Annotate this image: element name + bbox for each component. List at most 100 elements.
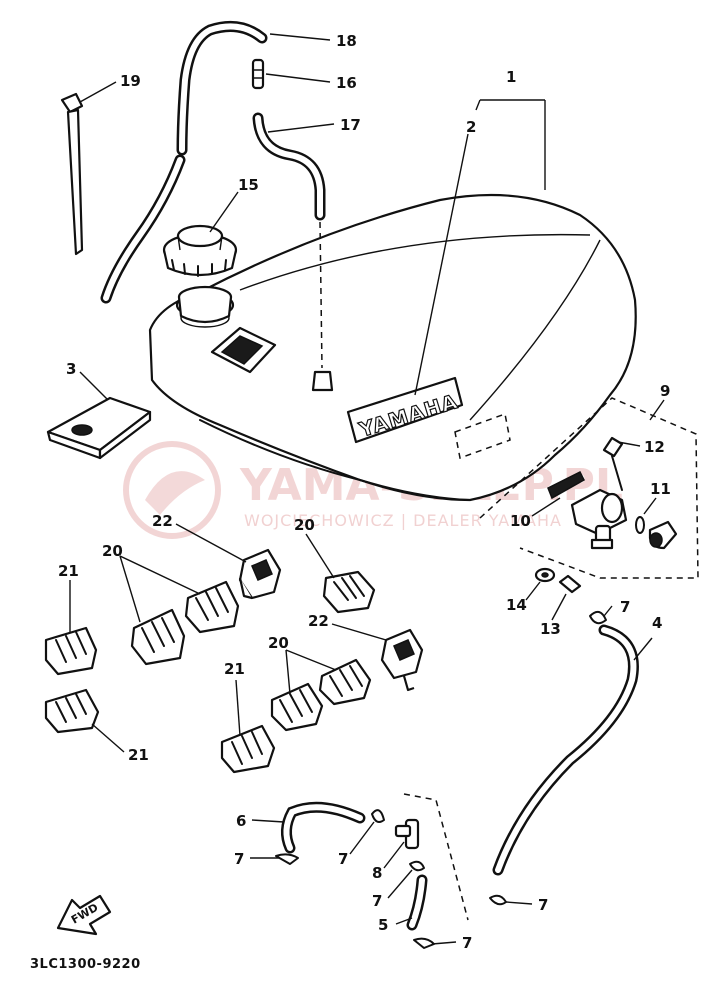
callout-20c: 20 (268, 634, 289, 652)
watermark-logo-mark (145, 471, 205, 515)
damper-blocks (44, 570, 376, 774)
leader-9 (649, 399, 665, 421)
leader-20-top (305, 533, 335, 579)
callout-7c: 7 (338, 850, 348, 868)
callout-21c: 21 (224, 660, 245, 678)
callout-11: 11 (650, 480, 671, 498)
callouts: 1 2 3 4 5 6 7 7 7 7 7 7 8 9 10 11 12 13 … (58, 32, 671, 952)
fuel-cock (570, 488, 628, 550)
fuel-cock-cap (648, 520, 678, 550)
leader-7f (431, 941, 457, 945)
leader-12 (617, 441, 641, 447)
callout-12: 12 (644, 438, 665, 456)
callout-4: 4 (652, 614, 662, 632)
leader-20-mid (285, 649, 337, 695)
damper-20-a (322, 570, 376, 614)
callout-6: 6 (236, 812, 246, 830)
callout-7a: 7 (620, 598, 630, 616)
fuel-tank-ridge (239, 233, 591, 291)
leader-18 (269, 33, 331, 41)
callout-22a: 22 (152, 512, 173, 530)
fwd-arrow: FWD (56, 894, 112, 936)
leader-7d (387, 869, 413, 899)
callout-20a: 20 (102, 542, 123, 560)
fuel-cap (162, 224, 238, 277)
hose-clip-2 (371, 809, 385, 823)
leader-22-a (175, 523, 247, 563)
callout-2: 2 (466, 118, 476, 136)
callout-7b: 7 (234, 850, 244, 868)
tank-emblem-far-side (454, 412, 511, 460)
callout-7f: 7 (462, 934, 472, 952)
leader-21-c (235, 679, 241, 737)
leader-11 (643, 497, 657, 515)
washer (534, 567, 556, 583)
leader-5 (395, 917, 413, 925)
callout-3: 3 (66, 360, 76, 378)
leader-14 (525, 581, 541, 601)
leader-1 (475, 99, 546, 190)
reference-code: 3LC1300-9220 (30, 957, 141, 972)
leader-21-b (91, 723, 125, 753)
holder-22-a (238, 548, 282, 600)
damper-20-b (184, 580, 240, 634)
bolt (558, 574, 582, 594)
leader-7a (603, 605, 613, 617)
callout-21b: 21 (128, 746, 149, 764)
hose-clip-3 (275, 853, 299, 865)
leader-lines (69, 33, 665, 945)
leader-20-left (119, 555, 201, 623)
callout-22b: 22 (308, 612, 329, 630)
tank-damper-plate (46, 396, 152, 460)
callout-21a: 21 (58, 562, 79, 580)
leader-19 (79, 81, 117, 103)
fuel-strainer (547, 470, 585, 500)
leader-7c (349, 821, 375, 855)
callout-15: 15 (238, 176, 259, 194)
callout-13: 13 (540, 620, 561, 638)
leader-8 (383, 841, 405, 869)
leader-16 (265, 73, 331, 83)
holder-22-b (380, 628, 424, 692)
filler-ring (177, 285, 233, 324)
fuel-tank-lower-edge (199, 419, 471, 501)
breather-hose-assembly (100, 20, 326, 369)
fuel-hose-long (492, 624, 639, 876)
callout-18: 18 (336, 32, 357, 50)
t-joint (394, 818, 420, 850)
callout-16: 16 (336, 74, 357, 92)
cable-tie (60, 92, 84, 256)
leader-13 (551, 593, 567, 621)
breather-joint (251, 58, 265, 90)
hose-clip-5 (489, 894, 507, 906)
fuel-tank: YAMAHA (148, 193, 637, 502)
damper-20-c (130, 608, 186, 666)
fuel-hose-6 (281, 801, 366, 854)
callout-19: 19 (120, 72, 141, 90)
damper-20-e (318, 658, 372, 706)
leader-22-b (331, 623, 387, 641)
leader-10 (531, 497, 561, 517)
oring (635, 516, 645, 534)
callout-1: 1 (506, 68, 516, 86)
leader-17 (267, 123, 335, 133)
callout-8: 8 (372, 864, 382, 882)
fuel-tank-outline (148, 193, 637, 502)
tank-emblem-plate (346, 376, 464, 444)
callout-9: 9 (660, 382, 670, 400)
fuel-tank-side-crease (469, 239, 601, 421)
callout-7e: 7 (538, 896, 548, 914)
leader-3 (79, 371, 109, 401)
leader-4 (633, 637, 653, 661)
fuel-cock-group-outline (479, 397, 699, 579)
callout-5: 5 (378, 916, 388, 934)
hose-clip-4 (409, 860, 425, 872)
callout-20b: 20 (294, 516, 315, 534)
fuel-hose-5 (406, 874, 428, 931)
callout-7d: 7 (372, 892, 382, 910)
callout-17: 17 (340, 116, 361, 134)
damper-21-b (44, 688, 100, 734)
tank-pad-inner (220, 335, 264, 365)
damper-20-d (270, 682, 324, 732)
